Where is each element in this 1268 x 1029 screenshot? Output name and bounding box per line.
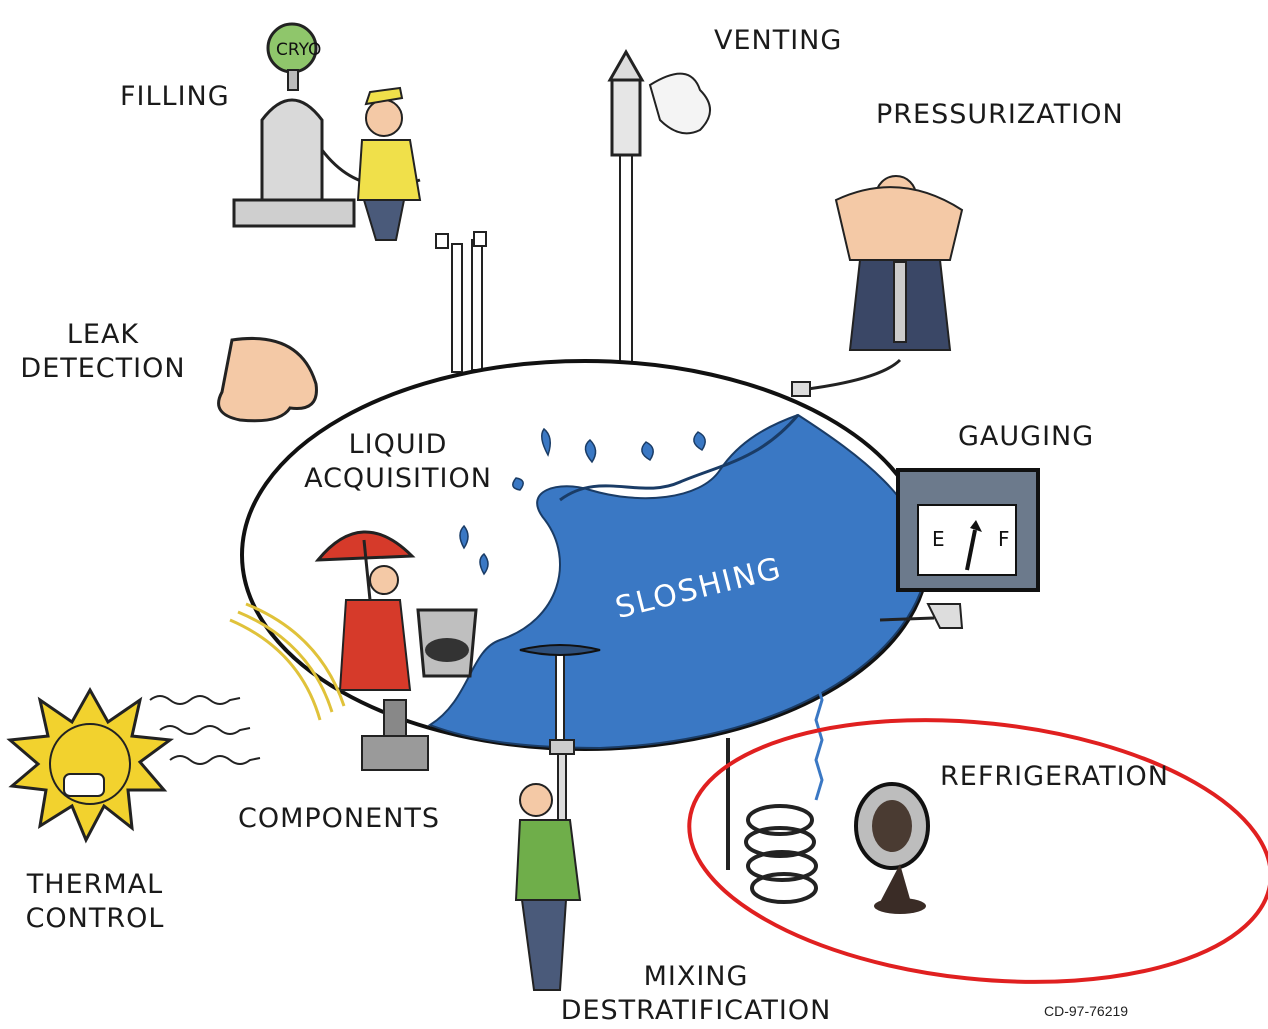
label-liquid-line2: ACQUISITION [304,463,492,494]
label-refrigeration: REFRIGERATION [940,761,1169,792]
label-thermal-line1: THERMAL [26,869,164,900]
label-thermal-line2: CONTROL [25,903,165,934]
label-liquid-line1: LIQUID [348,429,448,460]
wave-crest [559,414,800,502]
coil-icon [726,738,818,904]
label-thermal-control: THERMAL CONTROL [20,868,170,936]
label-leak-line1: LEAK [66,319,140,350]
bucket-man-icon [314,530,478,691]
fan-icon [854,782,930,914]
droplets [459,427,706,576]
frost-stream [814,679,824,801]
label-components: COMPONENTS [238,803,441,834]
label-mixing-line2: DESTRATIFICATION [560,995,832,1026]
nose-icon [217,336,318,423]
cryo-sign-text: CRYO [276,40,321,60]
gauge-icon: E F [879,468,1040,629]
label-liquid-acquisition: LIQUID ACQUISITION [300,428,496,496]
label-filling: FILLING [120,81,230,112]
heat-shield-lines [229,602,346,721]
sun-icon [6,686,175,844]
heat-waves [149,695,261,765]
label-pressurization: PRESSURIZATION [876,99,1124,130]
label-leak-line2: DETECTION [20,353,186,384]
gauge-empty-label: E [932,527,945,551]
cryo-pump-icon [232,22,422,241]
label-mixing-line1: MIXING [643,961,749,992]
label-leak-detection: LEAK DETECTION [20,318,186,386]
pump-man-icon [791,175,964,397]
refrigeration-highlight-ellipse [687,718,1268,984]
gauge-full-label: F [998,527,1010,551]
mixer-icon [514,644,601,991]
reference-code: CD-97-76219 [1044,1003,1129,1019]
label-gauging: GAUGING [958,421,1095,452]
label-mixing-destratification: MIXING DESTRATIFICATION [548,960,844,1028]
rocket-vent-icon [607,48,711,157]
label-venting: VENTING [714,25,843,56]
fill-pipes [435,149,633,373]
valve-icon [361,699,429,771]
